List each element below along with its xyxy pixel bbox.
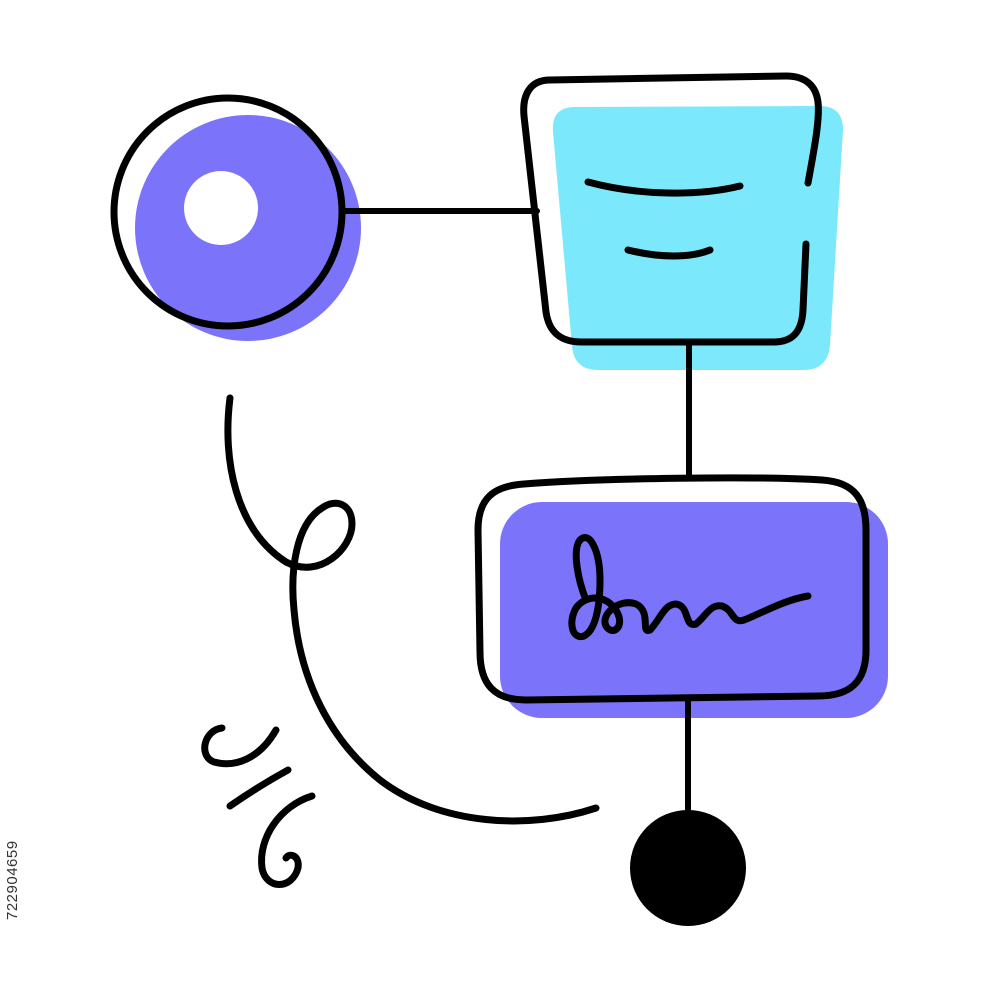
document-line-2 <box>624 246 714 260</box>
motion-line-2 <box>226 766 292 810</box>
signature-node-outline <box>474 474 870 704</box>
stock-id-text: 722904659 <box>4 840 21 920</box>
start-node-hole <box>184 171 258 245</box>
curved-path-icon <box>224 394 600 825</box>
document-node-outline <box>520 72 822 346</box>
document-node-icon <box>520 72 843 370</box>
motion-line-3 <box>258 792 316 888</box>
document-node-fill <box>552 106 843 370</box>
signature-node-fill <box>500 502 888 718</box>
motion-line-1 <box>201 724 280 768</box>
motion-lines-icon <box>201 724 316 888</box>
signature-node-icon <box>474 474 888 718</box>
document-line-1 <box>584 178 744 197</box>
end-node-icon <box>630 810 746 926</box>
signature-scribble <box>568 534 812 640</box>
start-node-icon <box>110 94 361 341</box>
